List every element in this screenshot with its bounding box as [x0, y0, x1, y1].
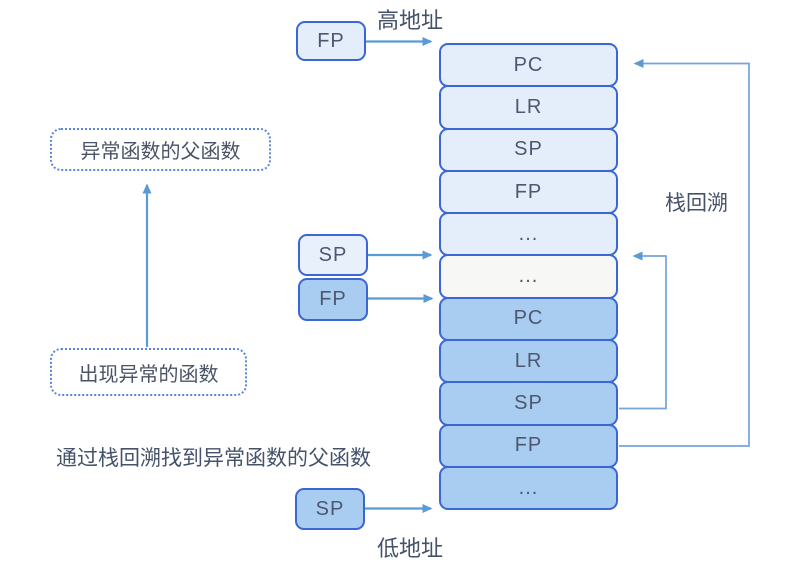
parent-function-callout: 异常函数的父函数: [50, 128, 271, 171]
arrow-inner-backtrace-loop: [619, 251, 667, 410]
sp-pointer-bottom: SP: [295, 488, 365, 530]
stack-row-sp-2: SP: [439, 381, 618, 426]
caption-text: 通过栈回溯找到异常函数的父函数: [56, 447, 371, 470]
stack-row-dots-3: ...: [439, 465, 618, 511]
low-address-label: 低地址: [377, 536, 444, 561]
exception-function-callout: 出现异常的函数: [50, 348, 247, 396]
parent-function-label: 异常函数的父函数: [80, 141, 241, 163]
high-address-label: 高地址: [377, 8, 444, 33]
stack-row-lr-1: LR: [439, 85, 618, 130]
sp-pointer-middle: SP: [298, 234, 368, 276]
memory-stack: PC LR SP FP ... ... PC LR SP FP ...: [439, 43, 618, 511]
stack-row-pc-1: PC: [439, 43, 618, 88]
stack-row-dots-1: ...: [439, 212, 618, 257]
stack-row-sp-1: SP: [439, 127, 618, 172]
stack-row-fp-1: FP: [439, 169, 618, 215]
stack-row-dots-2: ...: [439, 254, 618, 299]
stack-row-lr-2: LR: [439, 339, 618, 384]
stack-row-pc-2: PC: [439, 296, 618, 342]
exception-function-label: 出现异常的函数: [78, 363, 219, 386]
fp-pointer-middle: FP: [298, 278, 368, 321]
fp-pointer-top: FP: [296, 21, 366, 61]
stack-row-fp-2: FP: [439, 423, 618, 468]
stack-backtrace-label: 栈回溯: [665, 192, 728, 215]
arrow-outer-backtrace-loop: [619, 59, 750, 447]
